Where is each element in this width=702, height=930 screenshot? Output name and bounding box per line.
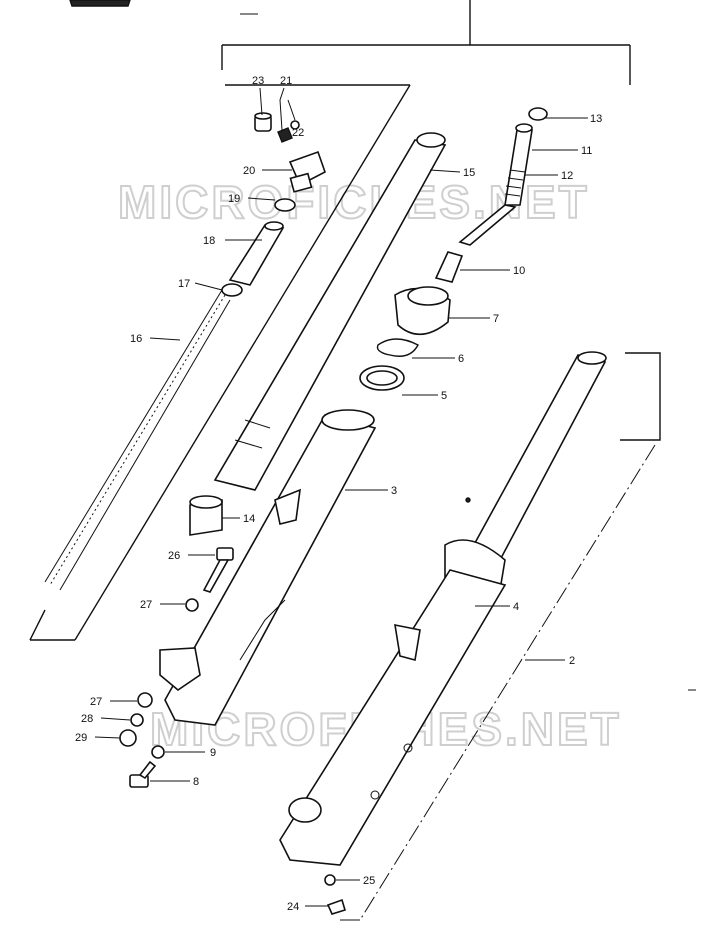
part-washer xyxy=(185,598,199,612)
callout-label: 3 xyxy=(391,485,397,497)
part-drain-washer xyxy=(324,874,336,886)
callout-label: 27 xyxy=(90,696,102,708)
callout-label: 6 xyxy=(458,353,464,365)
callout-labels: 23 21 22 20 19 18 17 16 15 13 11 12 10 7… xyxy=(75,75,602,913)
callout-label: 11 xyxy=(581,145,592,157)
callout-label: 20 xyxy=(243,165,255,177)
part-lock-washer xyxy=(130,713,144,727)
callout-label: 18 xyxy=(203,235,215,247)
callout-label: 23 xyxy=(252,75,264,87)
callout-label: 8 xyxy=(193,776,199,788)
reference-dot xyxy=(465,497,471,503)
part-outer-tube-left xyxy=(159,409,377,726)
part-cap xyxy=(254,112,272,132)
callout-leaders xyxy=(94,87,588,907)
callout-label: 16 xyxy=(130,333,142,345)
part-oil-seal xyxy=(359,365,405,391)
part-o-ring xyxy=(274,198,296,212)
part-bolt-long xyxy=(202,547,234,593)
part-circlip xyxy=(376,338,419,357)
callout-label: 26 xyxy=(168,550,180,562)
callout-label: 5 xyxy=(441,390,447,402)
part-drain-screw xyxy=(326,898,346,915)
callout-label: 14 xyxy=(243,513,255,525)
callout-label: 12 xyxy=(561,170,573,182)
callout-label: 21 xyxy=(280,75,292,87)
part-valve-ring xyxy=(290,120,300,130)
part-top-cap xyxy=(528,107,548,121)
part-fork-spring xyxy=(44,289,231,591)
callout-label: 28 xyxy=(81,713,93,725)
part-slide-bushing xyxy=(189,495,223,536)
part-oil-lock-piece xyxy=(434,251,464,283)
inner-parts-frame xyxy=(29,84,411,641)
callout-label: 27 xyxy=(140,599,152,611)
part-nut xyxy=(119,729,137,747)
part-outer-tube-right xyxy=(279,351,607,866)
outer-assembly-bracket xyxy=(340,352,661,921)
callout-label: 9 xyxy=(210,747,216,759)
part-spring-seat xyxy=(221,283,243,297)
callout-label: 4 xyxy=(513,601,519,613)
callout-label: 17 xyxy=(178,278,190,290)
callout-label: 15 xyxy=(463,167,475,179)
callout-label: 29 xyxy=(75,732,87,744)
callout-label: 10 xyxy=(513,265,525,277)
part-washer xyxy=(137,692,153,708)
callout-label: 13 xyxy=(590,113,602,125)
callout-label: 25 xyxy=(363,875,375,887)
part-axle-nut xyxy=(151,745,165,759)
callout-label: 7 xyxy=(493,313,499,325)
part-air-valve xyxy=(277,127,293,143)
callout-label: 19 xyxy=(228,193,240,205)
part-dust-seal xyxy=(394,286,451,336)
part-inner-fork-tube xyxy=(213,132,447,491)
part-cap-bolt xyxy=(288,150,326,193)
part-axle-bolt xyxy=(129,760,157,788)
part-damper-rod xyxy=(458,123,533,246)
header-fragment xyxy=(69,0,131,7)
callout-label: 24 xyxy=(287,901,299,913)
callout-label: 22 xyxy=(292,127,304,139)
callout-label: 2 xyxy=(569,655,575,667)
part-spacer-tube xyxy=(228,221,285,286)
group-bracket-top xyxy=(221,0,631,85)
